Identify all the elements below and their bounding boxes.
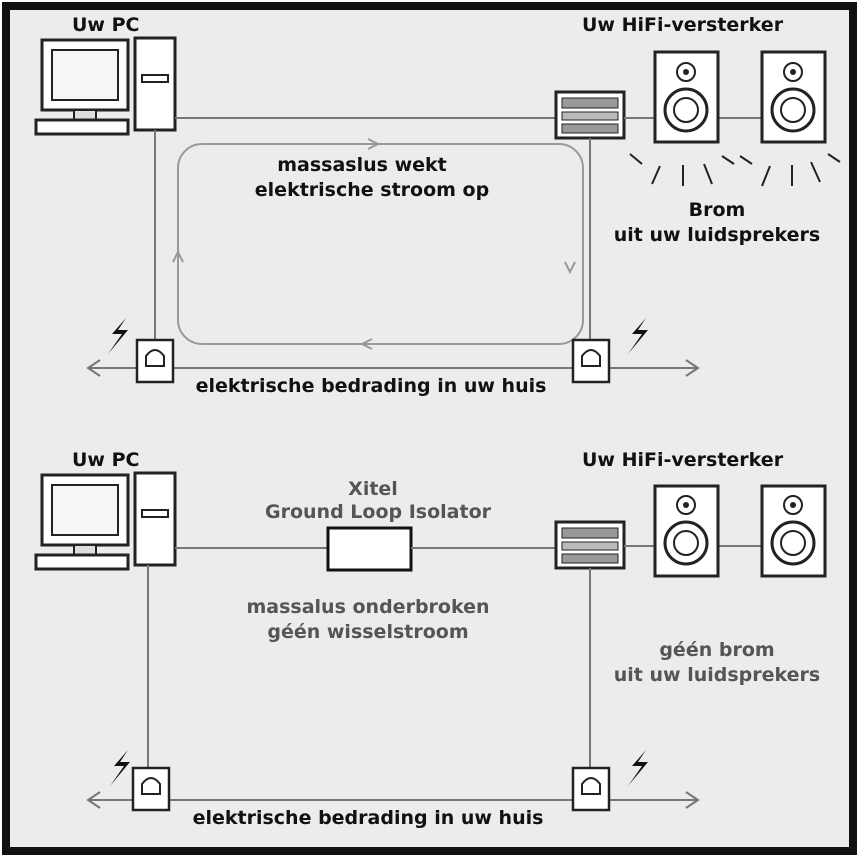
top-diagram: Uw PC Uw HiFi-versterker	[34, 14, 841, 397]
bottom-computer-icon	[34, 471, 177, 571]
top-wall-socket-left-icon	[135, 338, 175, 384]
hum-sound-lines	[629, 153, 841, 187]
no-hum-text-line1: géén brom	[659, 639, 774, 661]
bottom-speaker-left-icon	[653, 484, 720, 578]
ground-loop-path	[177, 143, 584, 345]
loop-text-line2: elektrische stroom op	[255, 179, 489, 201]
bottom-wall-socket-right-icon	[571, 766, 611, 812]
loop-direction-arrows	[172, 138, 576, 350]
isolator-brand: Xitel	[348, 478, 398, 500]
bottom-amp-label: Uw HiFi-versterker	[582, 449, 784, 471]
top-speaker-right-icon	[760, 50, 827, 144]
no-hum-text-line2: uit uw luidsprekers	[614, 664, 820, 686]
bottom-speaker-right-icon	[760, 484, 827, 578]
top-amplifier-icon	[554, 90, 626, 140]
top-amp-label: Uw HiFi-versterker	[582, 14, 784, 36]
bottom-wiring-label: elektrische bedrading in uw huis	[193, 807, 544, 829]
bottom-diagram: Uw PC Uw HiFi-versterker Xitel Ground Lo…	[34, 449, 827, 829]
top-pc-label: Uw PC	[72, 14, 139, 36]
bottom-wall-socket-left-icon	[131, 766, 171, 812]
loop-text-line1: massaslus wekt	[277, 154, 447, 176]
top-computer-icon	[34, 36, 177, 136]
hum-text-line2: uit uw luidsprekers	[614, 224, 820, 246]
hum-text-line1: Brom	[689, 199, 746, 221]
bottom-pc-label: Uw PC	[72, 449, 139, 471]
isolator-name: Ground Loop Isolator	[265, 501, 492, 523]
isolator-icon	[326, 526, 413, 572]
bottom-amplifier-icon	[554, 520, 626, 570]
top-wiring-label: elektrische bedrading in uw huis	[196, 375, 547, 397]
broken-loop-text-line2: géén wisselstroom	[267, 621, 468, 643]
top-speaker-left-icon	[653, 50, 720, 144]
broken-loop-text-line1: massalus onderbroken	[246, 596, 489, 618]
top-wall-socket-right-icon	[571, 338, 611, 384]
